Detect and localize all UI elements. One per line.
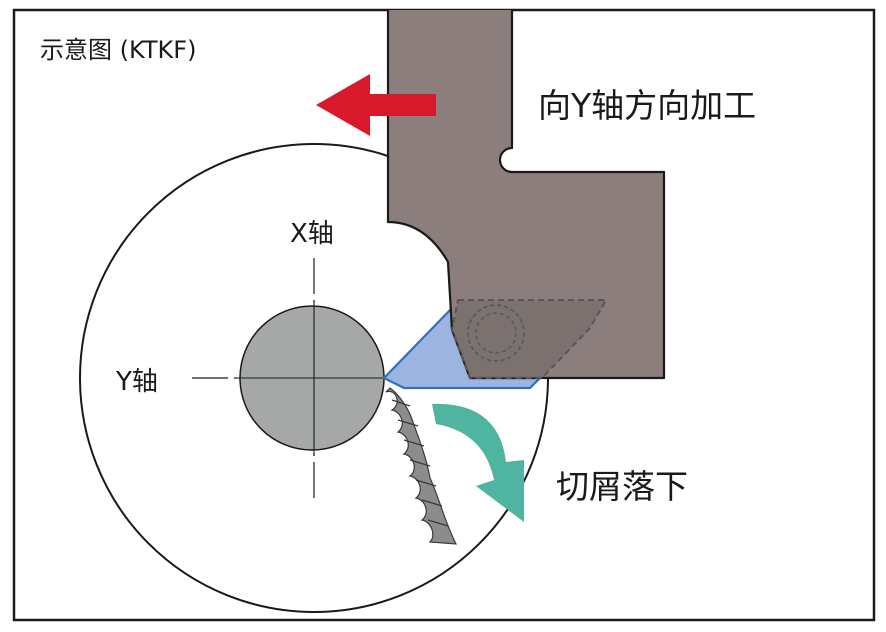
insert-screw-hole [467, 304, 525, 362]
cutting-insert [450, 299, 608, 379]
chip-spiral [385, 387, 458, 545]
arrow-left-icon [316, 74, 436, 136]
tool-holder [386, 10, 666, 380]
curved-arrow-down-icon [432, 403, 524, 522]
chip-fall-label: 切屑落下 [556, 467, 688, 506]
y-axis-label: Y轴 [115, 367, 158, 397]
feed-direction-label: 向Y轴方向加工 [538, 86, 756, 125]
insert-screw-hole-inner [475, 312, 517, 354]
x-axis-label: X轴 [290, 219, 334, 249]
diagram-title: 示意图 (KTKF) [40, 36, 196, 64]
